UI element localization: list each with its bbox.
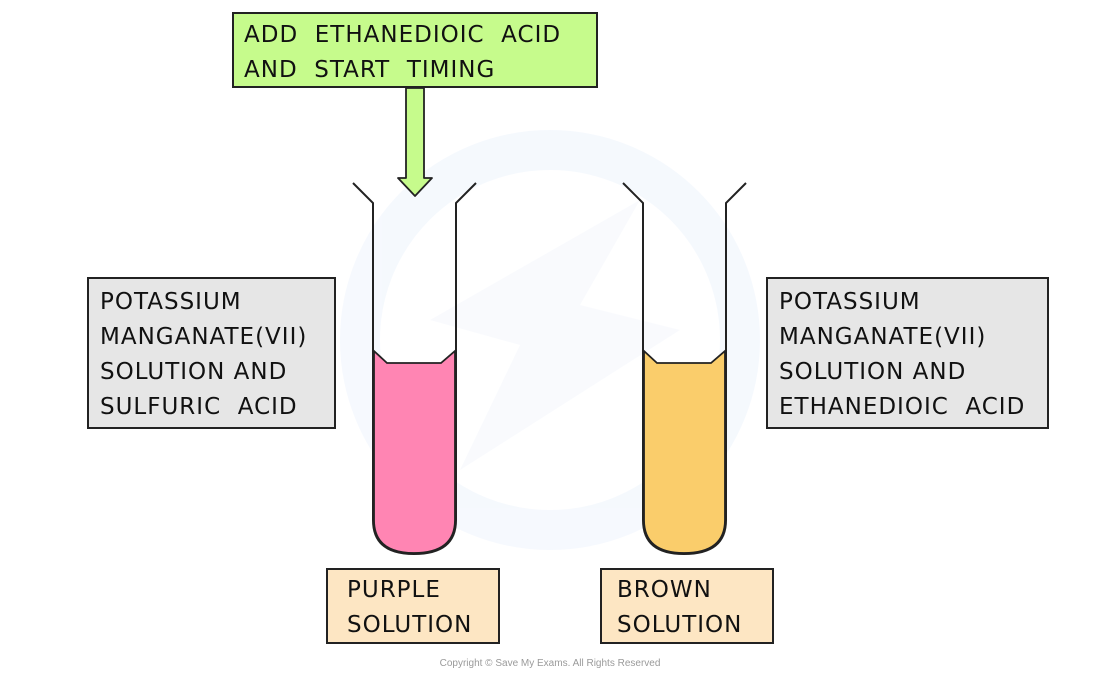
label-line: SOLUTION xyxy=(347,612,473,638)
brown-liquid xyxy=(643,348,726,554)
reagent-label-left: POTASSIUM MANGANATE(VII) SOLUTION AND SU… xyxy=(87,277,336,429)
label-line: POTASSIUM xyxy=(100,289,242,315)
label-line: ETHANEDIOIC ACID xyxy=(779,394,1026,420)
result-label-brown: BROWN SOLUTION xyxy=(600,568,774,644)
instruction-label: ADD ETHANEDIOIC ACID AND START TIMING xyxy=(232,12,598,88)
label-line: SOLUTION xyxy=(617,612,743,638)
reagent-label-right: POTASSIUM MANGANATE(VII) SOLUTION AND ET… xyxy=(766,277,1049,429)
copyright-notice: Copyright © Save My Exams. All Rights Re… xyxy=(439,658,661,669)
purple-liquid xyxy=(373,348,456,554)
watermark-logo xyxy=(340,130,760,550)
result-label-purple: PURPLE SOLUTION xyxy=(326,568,500,644)
test-tube-purple xyxy=(352,182,477,556)
instruction-line: AND START TIMING xyxy=(244,57,496,83)
label-line: MANGANATE(VII) xyxy=(100,324,308,350)
label-line: PURPLE xyxy=(347,577,441,603)
down-arrow-icon xyxy=(397,87,433,197)
label-line: MANGANATE(VII) xyxy=(779,324,987,350)
label-line: SULFURIC ACID xyxy=(100,394,298,420)
tube-outline xyxy=(352,182,477,556)
label-line: POTASSIUM xyxy=(779,289,921,315)
test-tube-brown xyxy=(622,182,747,556)
tube-outline xyxy=(622,182,747,556)
label-line: BROWN xyxy=(617,577,712,603)
label-line: SOLUTION AND xyxy=(100,359,288,385)
instruction-line: ADD ETHANEDIOIC ACID xyxy=(244,22,562,48)
label-line: SOLUTION AND xyxy=(779,359,967,385)
